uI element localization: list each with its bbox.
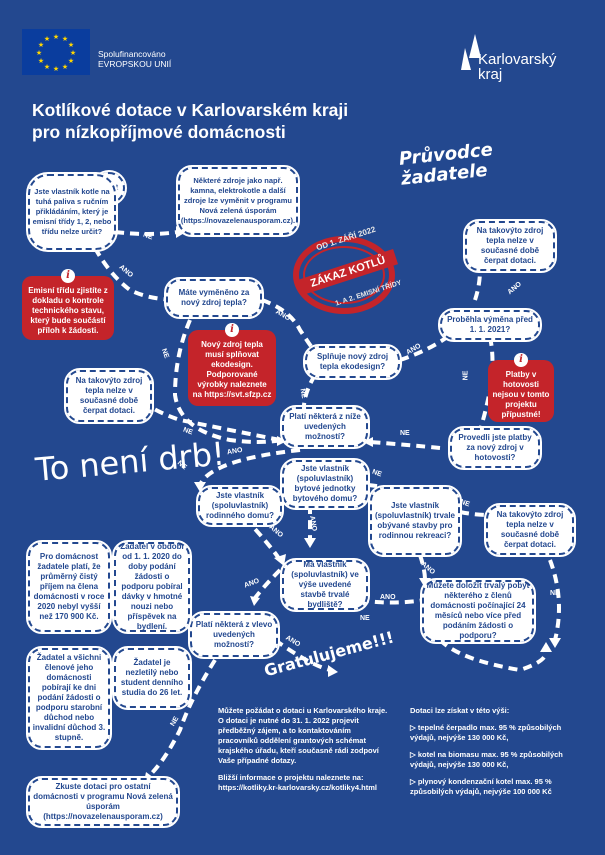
svg-text:★: ★ [36, 49, 42, 57]
option-student: Žadatel je nezletilý nebo student denníh… [112, 646, 192, 710]
bottom-left-info: Můžete požádat o dotaci u Karlovarského … [218, 706, 388, 800]
no-subsidy-right: Na takovýto zdroj tepla nelze v současné… [484, 503, 576, 557]
subsidy-biomass-boiler: ▷ kotel na biomasu max. 95 % způsobilých… [410, 750, 563, 769]
info-icon: i [61, 269, 75, 283]
title-line-2: pro nízkopříjmové domácnosti [32, 122, 286, 142]
ban-stamp [293, 236, 395, 314]
arrow-residence-yes [253, 568, 282, 600]
karlovarsky-kraj-logo-icon [461, 34, 481, 70]
label-yes: ANO [380, 594, 396, 601]
arrow-replaced-yes [261, 298, 317, 354]
svg-text:★: ★ [62, 35, 68, 43]
label-no: NE [462, 370, 470, 381]
svg-text:★: ★ [38, 41, 44, 49]
q-any-below: Platí některá z níže uvedených možností? [280, 405, 370, 449]
svg-text:★: ★ [68, 57, 74, 65]
info-icon: i [514, 353, 528, 367]
svg-text:★: ★ [53, 33, 59, 41]
q-owner-family-house: Jste vlastník (spoluvlastník) rodinného … [196, 485, 284, 527]
svg-text:★: ★ [68, 41, 74, 49]
q-ecodesign: Splňuje nový zdroj tepla ekodesign? [303, 344, 402, 380]
arrow-recreation-no [459, 510, 491, 517]
page-title: Kotlíkové dotace v Karlovarském kraji pr… [32, 99, 348, 143]
label-no: NE [400, 430, 410, 437]
svg-text:★: ★ [70, 49, 76, 57]
option-income: Pro domácnost žadatele platí, že průměrn… [26, 540, 112, 634]
region-line-2: kraj [478, 66, 503, 83]
no-subsidy-top: Na takovýto zdroj tepla nelze v současné… [463, 219, 557, 273]
svg-text:★: ★ [38, 57, 44, 65]
arrow-boiler-no [114, 230, 179, 236]
info-cash: i Platby v hotovosti nejsou v tomto proj… [488, 353, 554, 422]
info-emission-class: i Emisní třídu zjistíte z dokladu o kont… [22, 269, 114, 340]
q-owner-recreation: Jste vlastník (spoluvlastník) trvale obý… [368, 485, 462, 557]
svg-text:★: ★ [44, 63, 50, 71]
svg-text:★: ★ [62, 63, 68, 71]
arrow-permanent-yes [438, 638, 548, 673]
q-residence: Má vlastník (spoluvlastník) ve výše uved… [280, 558, 370, 612]
arrow-left-no [148, 658, 217, 777]
bottom-right-info: Dotaci lze získat v této výši: ▷ tepelné… [410, 706, 580, 804]
eu-flag-logo: ★★★ ★★★ ★★★ ★★★ [22, 29, 90, 75]
q-permanent-stay: Můžete doložit trvalý pobyt některého z … [420, 578, 536, 644]
arrow-any-yes [198, 448, 301, 486]
option-hardship: Žadatel v období od 1. 1. 2020 do doby p… [112, 540, 192, 634]
option-pension: Žadatel a všichni členové jeho domácnost… [26, 646, 112, 750]
arrow-paid-no [369, 440, 441, 450]
eu-line-2: EVROPSKOU UNIÍ [98, 59, 172, 69]
svg-text:★: ★ [44, 35, 50, 43]
eu-cofinancing-text: Spolufinancováno EVROPSKOU UNIÍ [98, 49, 171, 69]
no-subsidy-left: Na takovýto zdroj tepla nelze v současné… [64, 368, 154, 424]
q-owner-apartment: Jste vlastník (spoluvlastník) bytové jed… [280, 458, 370, 510]
label-no: NE [360, 615, 370, 622]
info-ecodesign: i Nový zdroj tepla musí splňovat ekodesi… [188, 323, 276, 406]
eu-line-1: Spolufinancováno [98, 49, 166, 59]
arrow-left-yes [273, 638, 331, 672]
info-icon: i [225, 323, 239, 337]
info-ecodesign-text: Nový zdroj tepla musí splňovat ekodesign… [192, 340, 272, 399]
subsidy-heat-pump: ▷ tepelné čerpadlo max. 95 % způsobilých… [410, 723, 562, 742]
region-logo-text: Karlovarský kraj [478, 52, 556, 82]
q-paid-cash: Provedli jste platby za nový zdroj v hot… [448, 426, 542, 470]
info-cash-text: Platby v hotovosti nejsou v tomto projek… [492, 370, 550, 419]
q-any-left: Platí některá z vlevo uvedených možností… [188, 611, 280, 659]
arrow-before2021-yes [473, 269, 482, 301]
label-no: NE [550, 590, 560, 597]
more-info-text: Bližší informace o projektu naleznete na… [218, 773, 377, 792]
try-other-program: Zkuste dotaci pro ostatní domácnosti v p… [26, 776, 180, 828]
svg-text:★: ★ [53, 65, 59, 73]
subsidy-gas-boiler: ▷ plynový kondenzační kotel max. 95 % zp… [410, 777, 552, 796]
arrow-right-to-no [548, 559, 561, 641]
note-other-sources: Některé zdroje jako např. kamna, elektro… [176, 165, 300, 237]
q-before-2021: Proběhla výměna před 1. 1. 2021? [438, 308, 542, 342]
apply-info-text: Můžete požádat o dotaci u Karlovarského … [218, 706, 388, 765]
label-no: NE [298, 388, 308, 399]
arrow-ecodesign-no [301, 373, 317, 421]
title-line-1: Kotlíkové dotace v Karlovarském kraji [32, 100, 349, 120]
subsidy-amount-heading: Dotaci lze získat v této výši: [410, 706, 510, 715]
q-replaced: Máte vyměněno za nový zdroj tepla? [164, 277, 264, 319]
info-emission-text: Emisní třídu zjistíte z dokladu o kontro… [28, 286, 108, 335]
q-boiler-type: Jste vlastník kotle na tuhá paliva s ruč… [26, 172, 118, 252]
region-line-1: Karlovarský [478, 51, 557, 68]
arrow-boiler-yes [93, 247, 181, 302]
